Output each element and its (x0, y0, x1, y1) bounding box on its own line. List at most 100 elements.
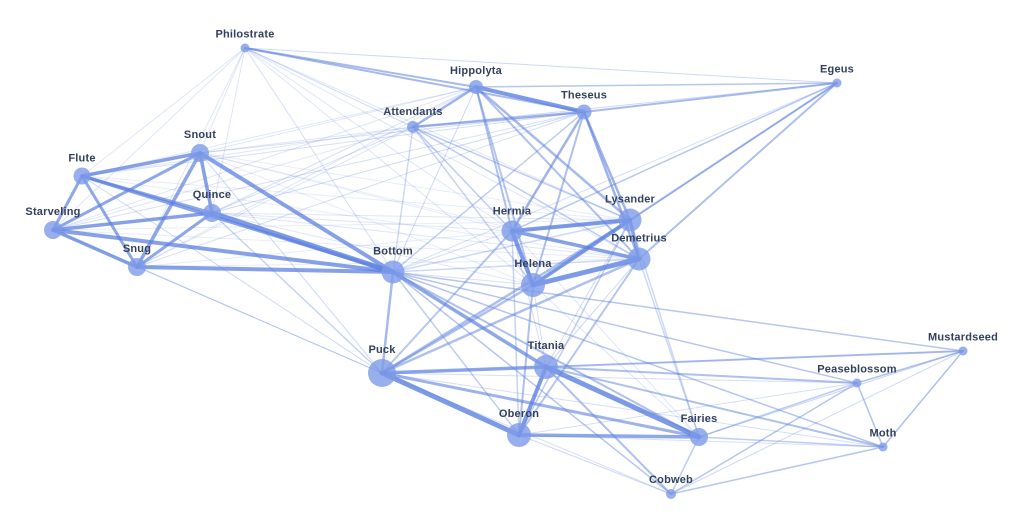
label-attendants: Attendants (383, 106, 442, 118)
edge-theseus-starveling (52, 111, 585, 231)
edge-quince-snout (198, 151, 214, 215)
edge-demetrius-snout (199, 152, 640, 260)
edge-philostrate-quince (211, 47, 246, 214)
edge-attendants-demetrius (412, 126, 640, 260)
edge-puck-oberon (379, 370, 522, 438)
node-snout[interactable] (191, 144, 209, 162)
edge-fairies-mustardseed (698, 350, 964, 438)
edge-puck-fairies (380, 371, 701, 439)
node-oberon[interactable] (507, 423, 531, 447)
edge-bottom-mustardseed (392, 271, 964, 352)
label-flute: Flute (68, 153, 95, 165)
edge-hermia-snout (199, 152, 513, 232)
edge-philostrate-demetrius (244, 47, 640, 260)
edge-demetrius-quince (211, 212, 640, 260)
edge-hermia-fairies (511, 230, 700, 438)
edge-attendants-lysander (412, 126, 631, 221)
edge-egeus-hippolyta (475, 82, 838, 88)
edge-hippolyta-starveling (52, 86, 477, 231)
edge-attendants-flute (81, 126, 414, 177)
node-egeus[interactable] (832, 78, 842, 88)
node-moth[interactable] (878, 442, 888, 452)
edge-puck-starveling (52, 229, 383, 374)
edge-helena-snout (199, 152, 534, 286)
edge-snug-starveling (51, 228, 139, 269)
edge-flute-starveling (51, 174, 84, 232)
edge-demetrius-starveling (52, 229, 640, 260)
edge-titania-fairies (543, 364, 702, 440)
edge-attendants-snug (136, 126, 414, 268)
labels-layer: PhilostrateEgeusHippolytaTheseusAttendan… (25, 29, 997, 487)
node-bottom[interactable] (381, 260, 405, 284)
nodes-layer (44, 43, 968, 499)
edge-theseus-bottom (392, 111, 585, 273)
node-snug[interactable] (128, 258, 146, 276)
edge-philostrate-flute (81, 47, 246, 177)
node-mustardseed[interactable] (958, 346, 968, 356)
node-helena[interactable] (521, 273, 545, 297)
edge-snout-starveling (51, 151, 202, 232)
edge-attendants-starveling (52, 126, 414, 231)
edge-flute-snout (80, 151, 202, 178)
edge-peaseblossom-moth (856, 382, 884, 448)
node-demetrius[interactable] (627, 247, 651, 271)
edge-theseus-helena (532, 111, 585, 286)
edge-lysander-quince (211, 212, 631, 221)
node-peaseblossom[interactable] (852, 378, 862, 388)
node-starveling[interactable] (44, 221, 62, 239)
edge-snout-bottom (198, 151, 395, 274)
edge-starveling-bottom (51, 228, 395, 274)
edge-hippolyta-quince (211, 86, 477, 214)
edge-attendants-snout (199, 126, 414, 154)
edge-theseus-snout (199, 111, 585, 154)
edge-titania-moth (545, 366, 884, 448)
node-quince[interactable] (203, 204, 221, 222)
edge-philostrate-helena (244, 47, 534, 286)
edge-fairies-peaseblossom (698, 382, 858, 438)
label-moth: Moth (869, 428, 896, 440)
edge-helena-bottom (392, 271, 534, 286)
label-egeus: Egeus (820, 64, 854, 76)
edge-puck-demetrius (380, 257, 641, 375)
node-philostrate[interactable] (240, 43, 250, 53)
edge-attendants-bottom (392, 126, 414, 273)
edge-theseus-hermia (510, 110, 586, 233)
edge-demetrius-flute (81, 175, 640, 260)
edge-hippolyta-snug (136, 86, 477, 268)
node-lysander[interactable] (618, 208, 642, 232)
label-quince: Quince (193, 189, 232, 201)
edge-oberon-hermia (511, 230, 520, 436)
edge-moth-mustardseed (882, 350, 964, 448)
node-flute[interactable] (73, 167, 91, 185)
edge-attendants-hermia (412, 126, 513, 232)
edge-egeus-lysander (629, 82, 838, 221)
node-hippolyta[interactable] (469, 80, 483, 94)
node-attendants[interactable] (407, 121, 419, 133)
edge-flute-snug (80, 174, 139, 269)
edge-hippolyta-attendants (411, 85, 478, 129)
node-titania[interactable] (534, 355, 558, 379)
node-theseus[interactable] (576, 104, 592, 120)
edge-philostrate-lysander (244, 47, 631, 221)
edge-egeus-demetrius (638, 82, 838, 260)
edge-theseus-flute (81, 111, 585, 177)
edge-hermia-demetrius (510, 229, 641, 261)
label-fairies: Fairies (681, 413, 718, 425)
node-puck[interactable] (368, 359, 396, 387)
edge-attendants-helena (412, 126, 534, 286)
edge-philostrate-hermia (244, 47, 513, 232)
node-fairies[interactable] (690, 428, 708, 446)
label-theseus: Theseus (561, 90, 607, 102)
edge-hippolyta-snout (199, 86, 477, 154)
node-cobweb[interactable] (666, 489, 676, 499)
edge-titania-peaseblossom (545, 366, 858, 384)
edge-titania-mustardseed (545, 350, 964, 368)
edge-theseus-quince (211, 111, 585, 214)
node-hermia[interactable] (501, 220, 523, 242)
edge-helena-demetrius (530, 256, 642, 288)
edge-bottom-cobweb (392, 271, 672, 495)
edge-hippolyta-bottom (392, 86, 477, 273)
edge-hippolyta-hermia (475, 86, 513, 232)
